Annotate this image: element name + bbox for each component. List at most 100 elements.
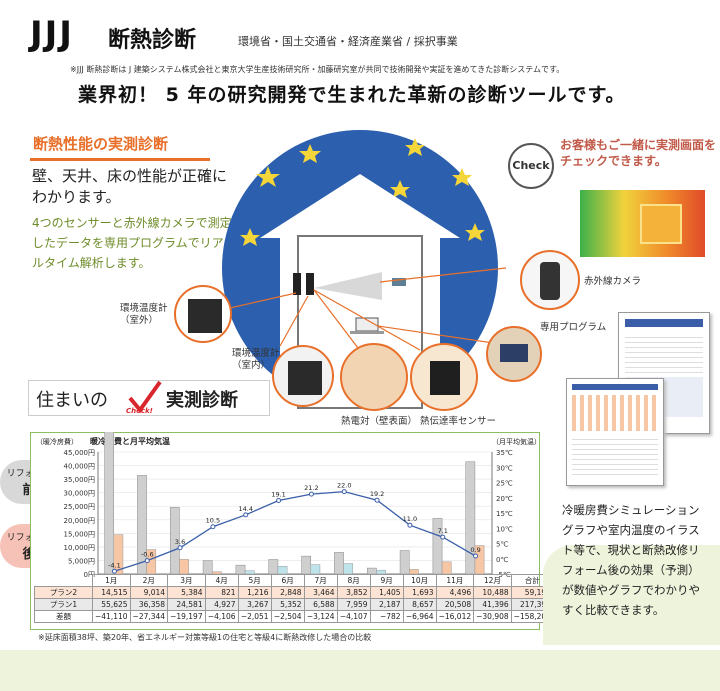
simulation-panel — [543, 545, 720, 645]
table-cell: 55,625 — [92, 598, 131, 611]
temperature-point — [243, 512, 249, 518]
thermal-image — [580, 190, 705, 257]
table-header-cell: 6月 — [270, 574, 305, 587]
report-document-front — [566, 378, 664, 486]
ministries-text: 環境省・国土交通省・経済産業省 / 採択事業 — [238, 35, 458, 48]
section1-title: 断熱性能の実測診断 — [33, 135, 169, 153]
chart-title: 暖冷房費と月平均気温 — [90, 436, 170, 446]
temperature-point — [111, 568, 117, 574]
top-note: ※JJJ 断熱診断は J 建築システム株式会社と東京大学生産技術研究所・加藤研究… — [70, 65, 565, 74]
table-header-cell: 2月 — [129, 574, 169, 587]
table-cell: 1,693 — [402, 586, 437, 599]
y2-tick-label: 15℃ — [496, 510, 513, 518]
table-row-header: プラン2 — [34, 586, 93, 599]
temperature-label: 21.2 — [304, 484, 318, 492]
temperature-point — [440, 534, 446, 540]
section1-underline — [30, 158, 210, 161]
y-tick-label: 20,000円 — [64, 517, 96, 525]
table-cell: 1,405 — [369, 586, 404, 599]
y-tick-label: 15,000円 — [64, 530, 96, 538]
bottom-band — [0, 650, 720, 691]
reform-after-a: リフォーム — [6, 533, 52, 543]
y-tick-label: 5,000円 — [68, 557, 95, 565]
bar-plan1 — [104, 432, 115, 575]
section1-detail: 4つのセンサーと赤外線カメラで測定したデータを専用プログラムでリアルタイム解析し… — [32, 216, 232, 270]
temperature-point — [308, 491, 314, 497]
heatflux-photo — [410, 343, 478, 411]
temperature-label: 11.0 — [403, 515, 417, 523]
bar-plan2 — [474, 545, 485, 575]
temperature-point — [144, 558, 150, 564]
table-cell: 20,508 — [435, 598, 475, 611]
table-cell: 5,384 — [167, 586, 206, 599]
y2-tick-label: 30℃ — [496, 464, 513, 472]
bar-plan1 — [399, 550, 410, 575]
table-header-cell: 3月 — [167, 574, 206, 587]
temperature-point — [177, 545, 183, 551]
temperature-line — [114, 490, 476, 572]
y2-tick-label: 5℃ — [496, 541, 508, 549]
heating-cost-chart: 暖冷房費と月平均気温（暖冷房費）（月平均気温）45,000円40,000円35,… — [36, 432, 540, 577]
table-cell: 2,187 — [369, 598, 404, 611]
table-header-cell: 9月 — [369, 574, 404, 587]
y2-tick-label: 20℃ — [496, 495, 513, 503]
table-row-header: プラン1 — [34, 598, 93, 611]
label-env-outdoor: 環境温度計（室外） — [120, 303, 168, 326]
y2-tick-label: 0℃ — [496, 556, 508, 564]
check-badge: Check — [508, 143, 554, 189]
y-tick-label: 30,000円 — [64, 490, 96, 498]
ir-beam — [314, 272, 382, 300]
ir-camera-photo — [520, 250, 580, 310]
sensor-outdoor — [293, 273, 301, 295]
bar-plan2 — [343, 563, 354, 575]
table-cell: 7,959 — [336, 598, 371, 611]
temperature-point — [374, 497, 380, 503]
table-header-cell: 12月 — [473, 574, 512, 587]
temperature-label: 7.1 — [438, 527, 448, 535]
bar-plan1 — [334, 552, 344, 575]
table-corner — [35, 575, 93, 587]
bar-plan1 — [235, 564, 246, 575]
table-header-cell: 1月 — [92, 574, 131, 587]
table-cell: 4,927 — [204, 598, 239, 611]
bar-plan1 — [268, 559, 279, 575]
table-cell: 1,216 — [237, 586, 272, 599]
table-header-cell: 10月 — [402, 574, 437, 587]
y-tick-label: 10,000円 — [64, 544, 96, 552]
table-cell: 5,352 — [270, 598, 305, 611]
bar-plan1 — [202, 560, 213, 575]
check-text: お客様もご一緒に実測画面をチェックできます。 — [560, 138, 717, 168]
bar-plan2 — [376, 569, 386, 575]
table-cell: 24,581 — [167, 598, 206, 611]
temperature-point — [210, 524, 216, 530]
table-header-cell: 11月 — [435, 574, 475, 587]
table-cell: 6,588 — [303, 598, 338, 611]
temperature-point — [407, 522, 413, 528]
chart-y2label: （月平均気温） — [492, 437, 540, 446]
section2-title-a: 住まいの — [36, 390, 108, 411]
y2-tick-label: 10℃ — [496, 525, 513, 533]
temperature-label: 14.4 — [239, 505, 253, 513]
headline: 業界初！ 5 年の研究開発で生まれた革新の診断ツールです。 — [78, 84, 626, 106]
report-document-back — [618, 312, 710, 434]
y-tick-label: 40,000円 — [64, 463, 96, 471]
table-cell: −41,110 — [92, 610, 131, 623]
y-tick-label: 25,000円 — [64, 503, 96, 511]
temperature-label: 0.9 — [470, 546, 480, 554]
table-cell: 3,852 — [336, 586, 371, 599]
label-env-indoor: 環境温度計（室内） — [232, 348, 280, 371]
temperature-label: 10.5 — [206, 517, 220, 525]
sensor-indoor — [306, 273, 314, 295]
table-cell: 36,358 — [129, 598, 169, 611]
table-header-cell: 5月 — [237, 574, 272, 587]
label-program: 専用プログラム — [540, 322, 607, 333]
table-cell: 41,396 — [473, 598, 512, 611]
table-cell: −3,124 — [303, 610, 338, 623]
reform-before-a: リフォーム — [6, 469, 52, 479]
check-mark-label: Check! — [126, 407, 153, 415]
table-cell: 2,848 — [270, 586, 305, 599]
env-indoor-photo — [272, 345, 334, 407]
table-cell: −2,051 — [237, 610, 272, 623]
chart-ylabel: （暖冷房費） — [36, 437, 78, 446]
